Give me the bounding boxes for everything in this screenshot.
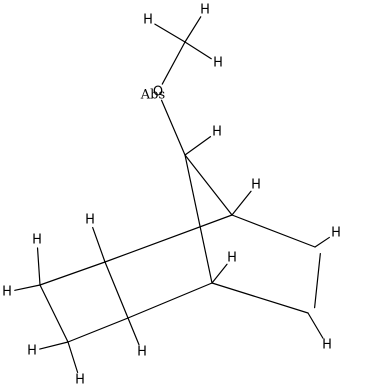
oxygen-label: O [153,85,163,100]
methyl-h2-bond [184,16,202,43]
bridgehead-top-h-label: H [251,178,261,193]
bridge-h-label: H [212,125,222,140]
alkene-h-lower-bond [307,312,324,339]
bridge-h-bond [184,136,212,156]
cyclobutane-h2-label: H [2,285,12,300]
ca-cc-bond [39,261,106,286]
methyl-h1-label: H [143,13,153,28]
cyclobutane-h1-bond [36,247,41,286]
c1-ca-bond [104,214,233,263]
bridgehead-top-h-bond [231,190,252,216]
cb-cd-bond [67,317,129,343]
cyclobutane-h2-bond [14,284,41,291]
cyclobutane-h4-bond [67,341,79,373]
ring-fusion-h-upper-label: H [85,213,95,228]
alkene-h-upper-label: H [331,226,341,241]
alkene-h-upper-bond [314,236,330,248]
cyclobutane-h3-label: H [27,344,37,359]
cyclobutane-h4-label: H [75,373,85,385]
bridgehead-bottom-h-bond [211,263,228,284]
bond-layer [14,16,330,373]
cyclobutane-h1-label: H [32,233,42,248]
oxygen-bridge-bond [160,99,186,156]
ring-fusion-h-lower-bond [127,317,140,346]
alkene-h-lower-label: H [322,338,332,353]
ca-cb-bond [104,261,129,319]
cc-cd-bond [39,284,69,343]
ring-fusion-h-upper-bond [92,226,106,263]
c4-cb-bond [127,282,213,319]
methyl-oxygen-bond [161,41,186,85]
c2-c3-double-bond [313,252,321,309]
methyl-h3-bond [184,41,212,60]
methyl-h2-label: H [200,3,210,18]
bridge-c4-bond [184,154,213,284]
stereo-flag-label: Abs [140,88,165,103]
cyclobutane-h3-bond [39,341,69,350]
methyl-h1-bond [154,23,186,43]
ring-fusion-h-lower-label: H [137,345,147,360]
bridge-c1-bond [184,154,233,216]
c1-c2-bond [231,214,316,248]
bridgehead-bottom-h-label: H [227,251,237,266]
c4-c3-bond [211,282,309,314]
methyl-h3-label: H [213,56,223,71]
